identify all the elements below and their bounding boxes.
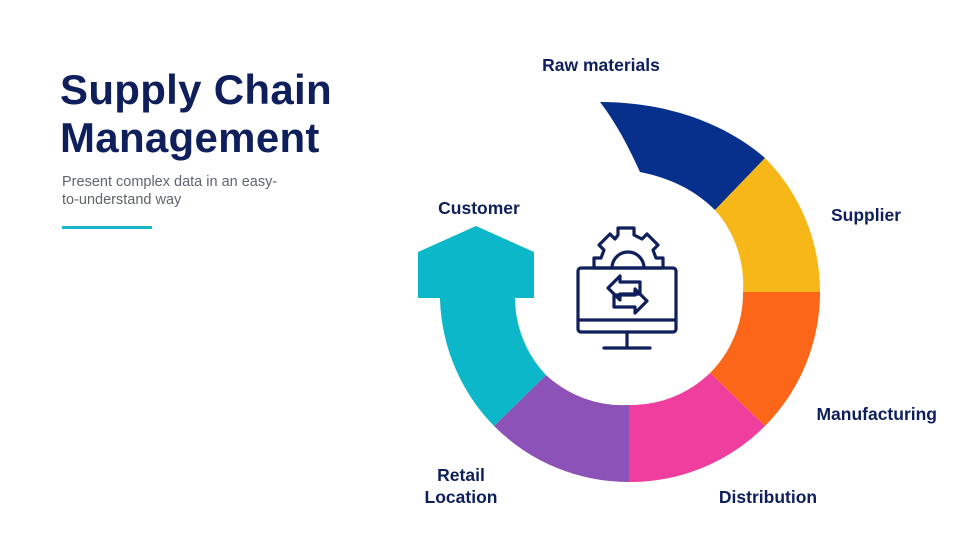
monitor-gear-exchange-icon	[576, 226, 678, 350]
label-distribution: Distribution	[719, 487, 817, 507]
label-raw-materials: Raw materials	[542, 55, 660, 75]
left-arrow-icon	[606, 274, 642, 302]
label-location: Location	[425, 487, 498, 507]
segment-supplier	[715, 158, 821, 292]
segment-customer-arrow	[418, 226, 546, 426]
label-supplier: Supplier	[831, 205, 901, 225]
title-line-1: Supply Chain	[60, 66, 332, 113]
gear-outline	[592, 226, 665, 270]
slide-title: Supply Chain Management	[60, 66, 332, 162]
monitor-screen	[576, 266, 678, 334]
gear-hub	[610, 250, 646, 270]
accent-divider	[62, 226, 152, 229]
right-arrow-icon	[612, 287, 649, 315]
title-line-2: Management	[60, 114, 320, 161]
slide-subtitle: Present complex data in an easy- to-unde…	[62, 173, 322, 209]
segment-raw-materials	[600, 102, 765, 210]
segment-manufacturing	[710, 292, 821, 426]
segment-retail-location	[494, 375, 629, 483]
label-customer: Customer	[438, 198, 520, 218]
label-manufacturing: Manufacturing	[816, 404, 937, 424]
segment-distribution	[629, 373, 765, 483]
subtitle-line-1: Present complex data in an easy-	[62, 174, 278, 190]
label-retail: Retail	[437, 465, 485, 485]
subtitle-line-2: to-understand way	[62, 192, 182, 208]
